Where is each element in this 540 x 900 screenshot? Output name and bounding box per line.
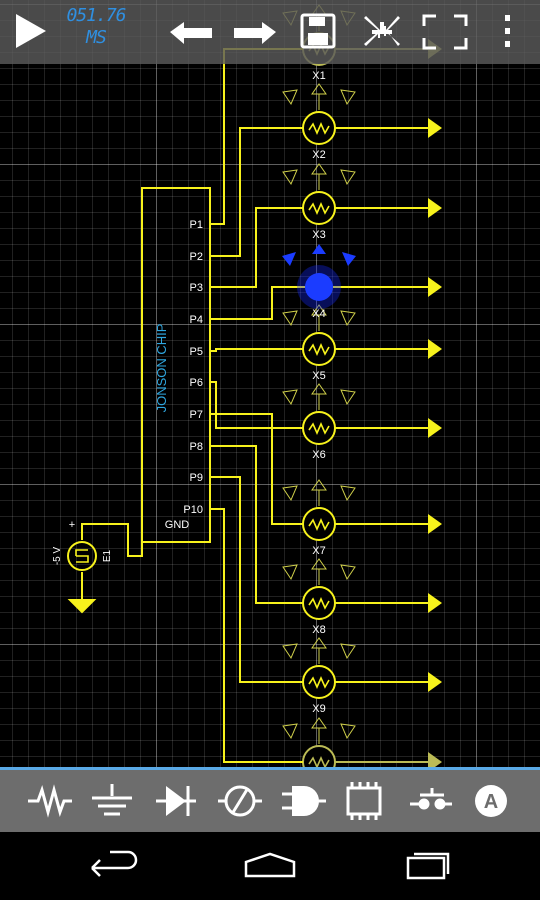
pin-label-p9: P9 [190,472,203,484]
lamp-glow-icon [282,304,356,331]
output-arrow [428,339,442,359]
fit-screen-icon[interactable] [364,16,400,46]
lamp-label-x4: X4 [312,308,325,320]
output-arrow [428,277,442,297]
system-nav-bar [0,832,540,900]
lamp-label-x2: X2 [312,149,325,161]
lamp-label-x1: X1 [312,70,325,82]
output-arrow [428,198,442,218]
ammeter-letter: A [484,791,498,813]
lamp-label-x6: X6 [312,449,325,461]
pin-label-p2: P2 [190,251,203,263]
play-icon[interactable] [16,14,46,48]
pin-label-p5: P5 [190,346,203,358]
home-icon[interactable] [244,852,296,878]
lamp-label-x3: X3 [312,229,325,241]
lamp-x7[interactable] [302,507,336,541]
lamp-x2[interactable] [302,111,336,145]
wire-x8 [210,445,303,604]
recents-icon[interactable] [406,852,450,880]
wire-x4 [210,286,305,320]
logic-gate-icon[interactable] [282,786,326,816]
ground-icon[interactable] [92,784,132,816]
wire-x5 [210,348,303,352]
top-action-bar: 051.76 MS [0,0,540,64]
lamp-glow-icon [282,163,356,190]
output-arrow [428,514,442,534]
gnd-label: GND [165,519,190,531]
wire-x6 [210,381,303,429]
lamp-x6[interactable] [302,411,336,445]
chip-body[interactable] [141,187,211,543]
pin-label-p8: P8 [190,441,203,453]
pin-label-p1: P1 [190,219,203,231]
ammeter-icon[interactable]: A [475,785,507,817]
wire-10 [210,508,303,763]
undo-icon[interactable] [170,22,212,44]
wire-x2 [210,127,303,257]
simulation-clock: 051.76 MS [64,5,128,49]
lamp-label-x7: X7 [312,545,325,557]
lamp-glow-icon [282,558,356,585]
chip-icon[interactable] [346,782,382,820]
source-symbol [75,549,89,563]
lamp-glow-icon [282,479,356,506]
source-polarity: + [69,519,75,531]
back-icon[interactable] [91,850,138,877]
lamp-label-x9: X9 [312,703,325,715]
wire-x1 [210,48,303,225]
lamp-x9[interactable] [302,665,336,699]
redo-icon[interactable] [234,22,276,44]
voltage-source[interactable] [67,541,97,571]
lamp-glow-icon [282,383,356,410]
pin-label-p3: P3 [190,282,203,294]
circuit-svg[interactable]: JONSON CHIP GND -5 V E1 + P1P2P3P4P5P6P7… [0,0,540,770]
selected-node[interactable] [282,244,356,309]
lamp-label-x8: X8 [312,624,325,636]
pin-label-p6: P6 [190,377,203,389]
output-arrow [428,752,442,770]
clock-time: 051.76 [66,5,126,26]
component-palette: A [0,770,540,832]
lamp-glow-icon [282,83,356,110]
gnd-wire [81,518,211,557]
pin-label-p10: P10 [183,504,203,516]
lamp-glow-icon [282,717,356,744]
output-arrow [428,672,442,692]
palette-divider [0,767,540,770]
chip-name: JONSON CHIP [154,324,169,413]
source-id: E1 [102,549,113,562]
lamp-glow-icon [282,637,356,664]
save-icon[interactable] [300,13,336,49]
overflow-menu-icon[interactable] [505,15,510,47]
wire-x7 [210,413,303,525]
ground-symbol [67,599,97,614]
output-arrow [428,418,442,438]
pin-label-p7: P7 [190,409,203,421]
output-arrow [428,593,442,613]
lamp-label-x5: X5 [312,370,325,382]
source-value: -5 V [52,547,63,566]
output-arrow [428,118,442,138]
lamp-x5[interactable] [302,332,336,366]
lamp-x3[interactable] [302,191,336,225]
fullscreen-icon[interactable] [422,14,468,50]
resistor-icon[interactable] [28,784,72,818]
lamp-icon[interactable] [218,785,262,817]
pin-label-p4: P4 [190,314,203,326]
wire-x9 [210,476,303,683]
switch-icon[interactable] [410,788,452,810]
wire-x3 [210,207,303,288]
lamp-x8[interactable] [302,586,336,620]
diode-icon[interactable] [156,786,196,816]
clock-unit: MS [86,27,107,48]
